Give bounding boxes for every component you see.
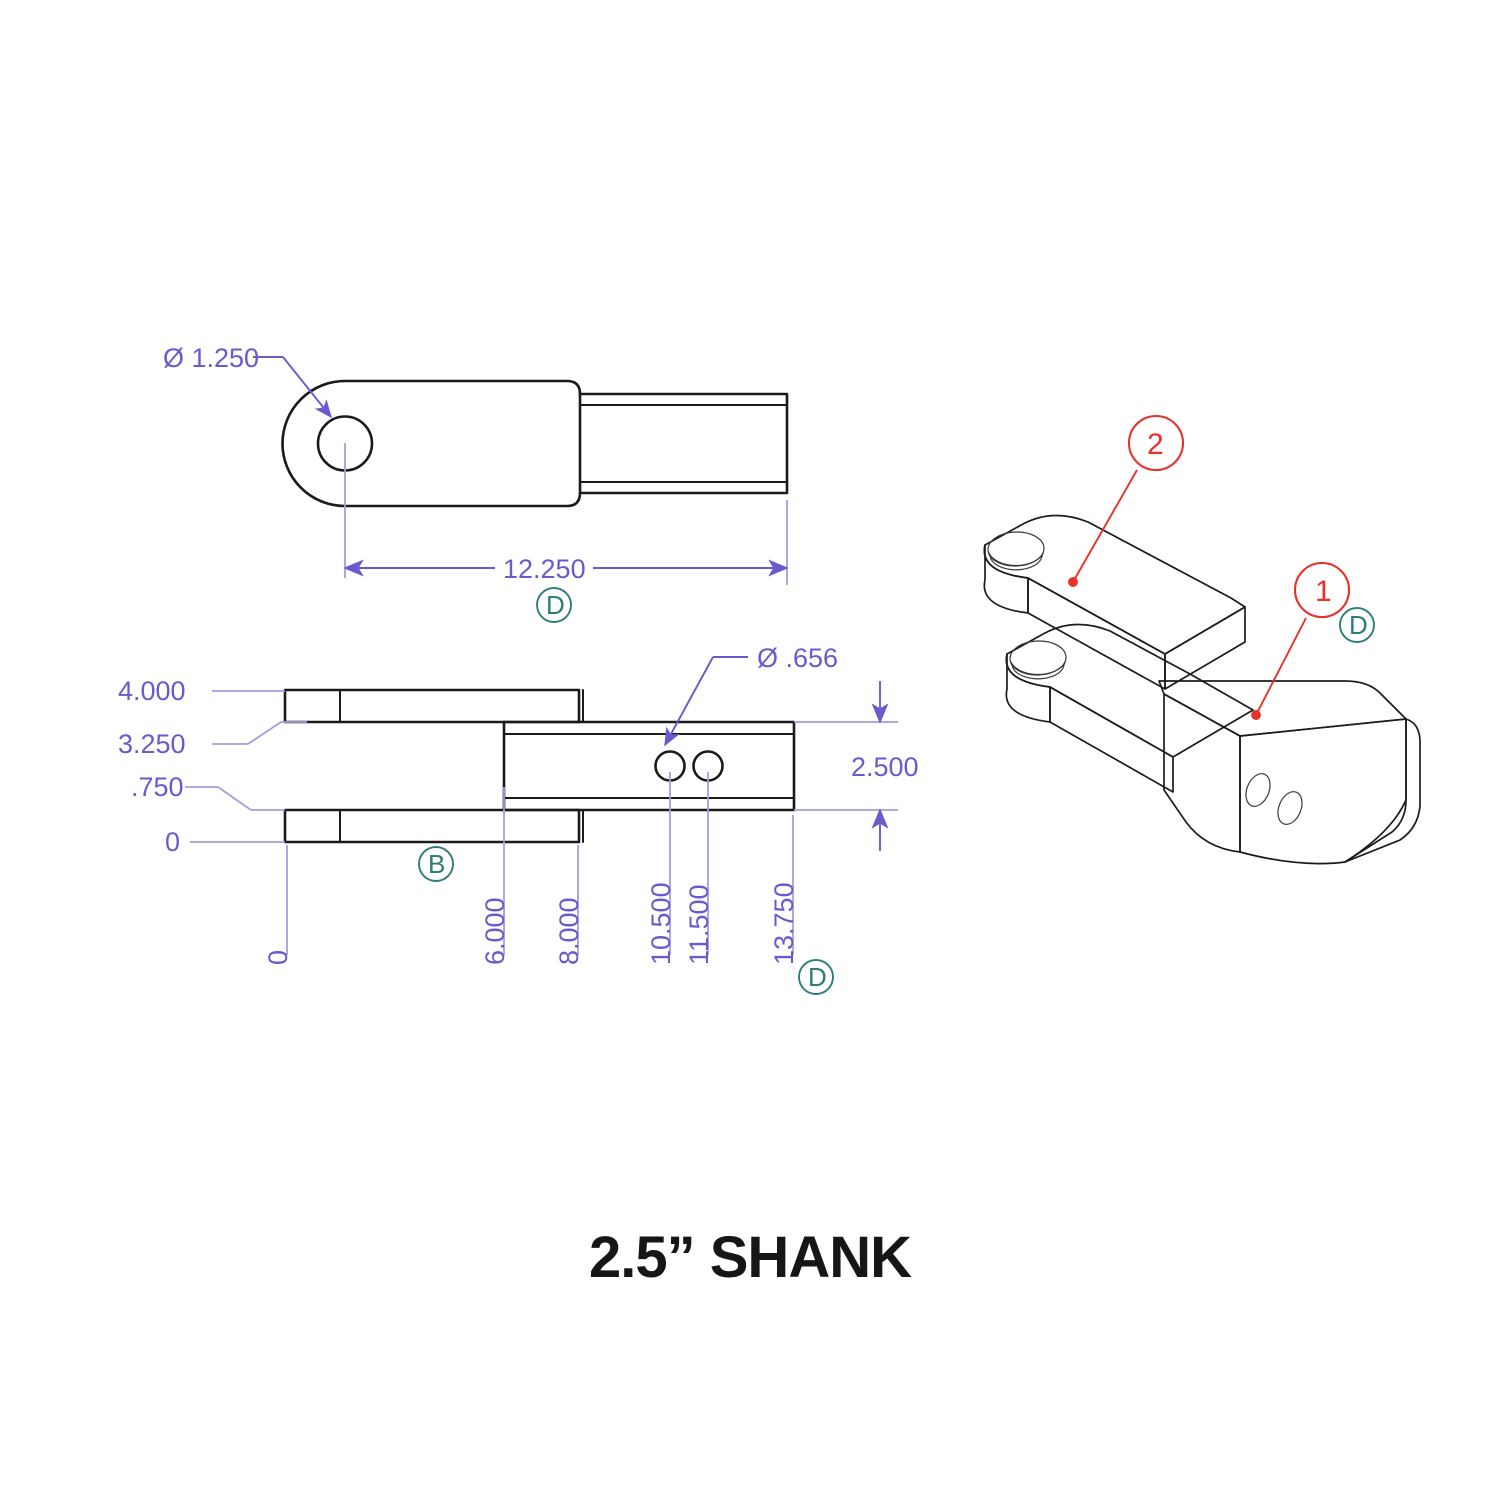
iso-shank-top-face — [1158, 680, 1407, 737]
top-view: Ø 1.250 12.250 D — [163, 343, 789, 623]
iso-upper-clevis-arm — [983, 514, 1246, 690]
iso-shank-long-face — [1239, 718, 1407, 865]
iso-upper-arm-end-face — [1164, 606, 1246, 690]
dim-12250-label: 12.250 — [503, 554, 586, 584]
datum-d-iso-label: D — [1349, 610, 1368, 640]
top-view-shank-outline — [578, 392, 789, 495]
front-view-lower-arm — [283, 808, 581, 844]
front-view-upper-arm — [283, 688, 581, 724]
iso-shank-front-face — [1163, 693, 1241, 853]
dia-1250-label: Ø 1.250 — [163, 343, 259, 373]
iso-shank-hole-right — [1277, 791, 1303, 825]
balloon-1-leader-line — [1251, 617, 1307, 720]
balloon-2-label: 2 — [1147, 428, 1164, 461]
iso-lower-arm-front-face — [1049, 686, 1174, 793]
datum-d-top-label: D — [546, 590, 565, 620]
ord-13750-label: 13.750 — [769, 882, 799, 965]
iso-shank-end-face — [1344, 718, 1421, 863]
ord-6000-label: 6.000 — [480, 897, 510, 965]
front-view-shank-body — [502, 720, 796, 812]
ord-0h-label: 0 — [263, 950, 293, 965]
iso-upper-arm-front-face — [1027, 577, 1166, 690]
balloon-2-leader-line — [1068, 469, 1138, 587]
page-title: 2.5” SHANK — [589, 1225, 912, 1290]
ord-4000-label: 4.000 — [118, 676, 186, 706]
balloon-2-circle — [1127, 414, 1185, 472]
ord-750-leader-slant — [217, 786, 252, 811]
iso-lower-arm-hole — [1009, 640, 1067, 676]
dia-1250-leader-slant — [282, 356, 332, 419]
ord-3250-leader-slant — [247, 721, 282, 745]
balloon-1-circle — [1293, 561, 1351, 619]
top-view-clevis-outline — [281, 379, 582, 508]
isometric-view: 2 1 D — [983, 414, 1421, 865]
ord-3250-label: 3.250 — [118, 729, 186, 759]
datum-d-top-circle — [536, 587, 572, 623]
datum-d-iso-circle — [1339, 607, 1375, 643]
iso-shank-tube — [1158, 680, 1421, 865]
ord-8000-label: 8.000 — [554, 897, 584, 965]
iso-lower-arm-top-face — [1005, 623, 1254, 758]
datum-b-front-circle — [418, 846, 454, 882]
datum-d-front-label: D — [808, 962, 827, 992]
dim-2500-label: 2.500 — [851, 752, 919, 782]
ord-11500-label: 11.500 — [684, 884, 714, 965]
iso-upper-arm-hole-bore — [988, 552, 1044, 571]
dia-656-leader-slant — [664, 656, 714, 747]
balloon-1-label: 1 — [1315, 575, 1332, 608]
ord-0v-label: 0 — [165, 827, 180, 857]
iso-lower-clevis-arm — [1005, 623, 1254, 793]
iso-shank-hole-left — [1245, 773, 1271, 807]
ord-10500-label: 10.500 — [646, 882, 676, 965]
dia-656-label: Ø .656 — [757, 643, 838, 673]
front-view: Ø .656 4.000 3.250 .750 0 2.500 B — [118, 643, 919, 995]
datum-b-front-label: B — [428, 849, 445, 879]
iso-lower-arm-hole-bore — [1010, 661, 1066, 680]
datum-d-front-circle — [798, 959, 834, 995]
ord-750-label: .750 — [131, 772, 184, 802]
iso-upper-arm-hole — [987, 531, 1045, 567]
